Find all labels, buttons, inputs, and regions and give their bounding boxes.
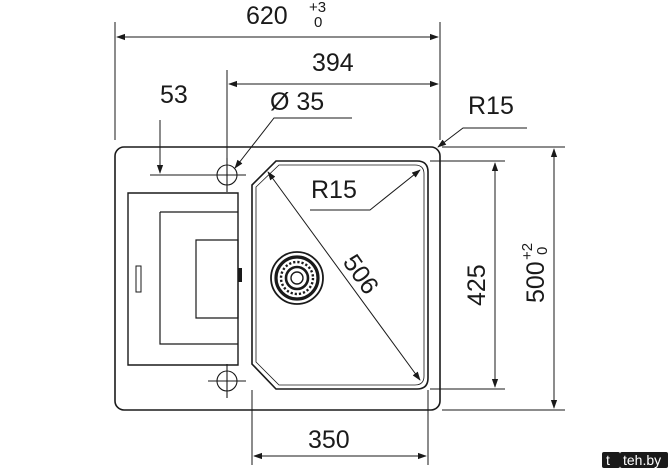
- tap-hole-top: [208, 158, 246, 192]
- label-total-width: 620: [246, 2, 288, 30]
- label-total-depth: 500: [522, 261, 550, 303]
- leader-outer-radius: [437, 127, 527, 148]
- drainer-clip: [238, 268, 242, 282]
- sink-outer-edge: [114, 146, 441, 411]
- label-bowl-width: 394: [312, 49, 354, 77]
- label-total-depth-group: 500 +2 0: [519, 243, 551, 303]
- bowl-outline: [251, 160, 429, 390]
- watermark-logo-box: [602, 452, 620, 468]
- drain: [270, 251, 324, 305]
- label-bowl-inner-width: 350: [308, 426, 350, 454]
- watermark-bg: [620, 452, 668, 468]
- dim-line-diagonal: [267, 171, 421, 381]
- label-total-depth-tol-lower: 0: [534, 247, 551, 255]
- label-outer-radius: R15: [468, 92, 514, 120]
- label-bowl-radius: R15: [311, 176, 357, 204]
- drainer-inner: [159, 211, 238, 345]
- drainer-outline: [127, 192, 239, 366]
- label-total-width-tol-upper: +3: [309, 0, 326, 16]
- label-bowl-depth: 425: [463, 264, 491, 306]
- drainer-slot: [135, 265, 142, 293]
- label-diagonal: 506: [337, 249, 384, 299]
- label-offset: 53: [160, 81, 188, 109]
- tap-hole-bottom: [208, 364, 246, 398]
- label-total-depth-tol-upper: +2: [519, 243, 536, 260]
- dimension-lines: [114, 22, 565, 465]
- watermark-text: teh.by: [623, 452, 661, 468]
- label-tap-hole: Ø 35: [270, 88, 324, 116]
- bowl-inner-line: [255, 164, 425, 386]
- watermark: t teh.by: [602, 452, 668, 468]
- watermark-logo-icon: t: [606, 452, 610, 468]
- drainer-step: [195, 239, 239, 319]
- leader-tap-hole: [234, 117, 352, 169]
- sink-outline: [114, 146, 441, 411]
- label-total-width-tol-lower: 0: [314, 14, 322, 31]
